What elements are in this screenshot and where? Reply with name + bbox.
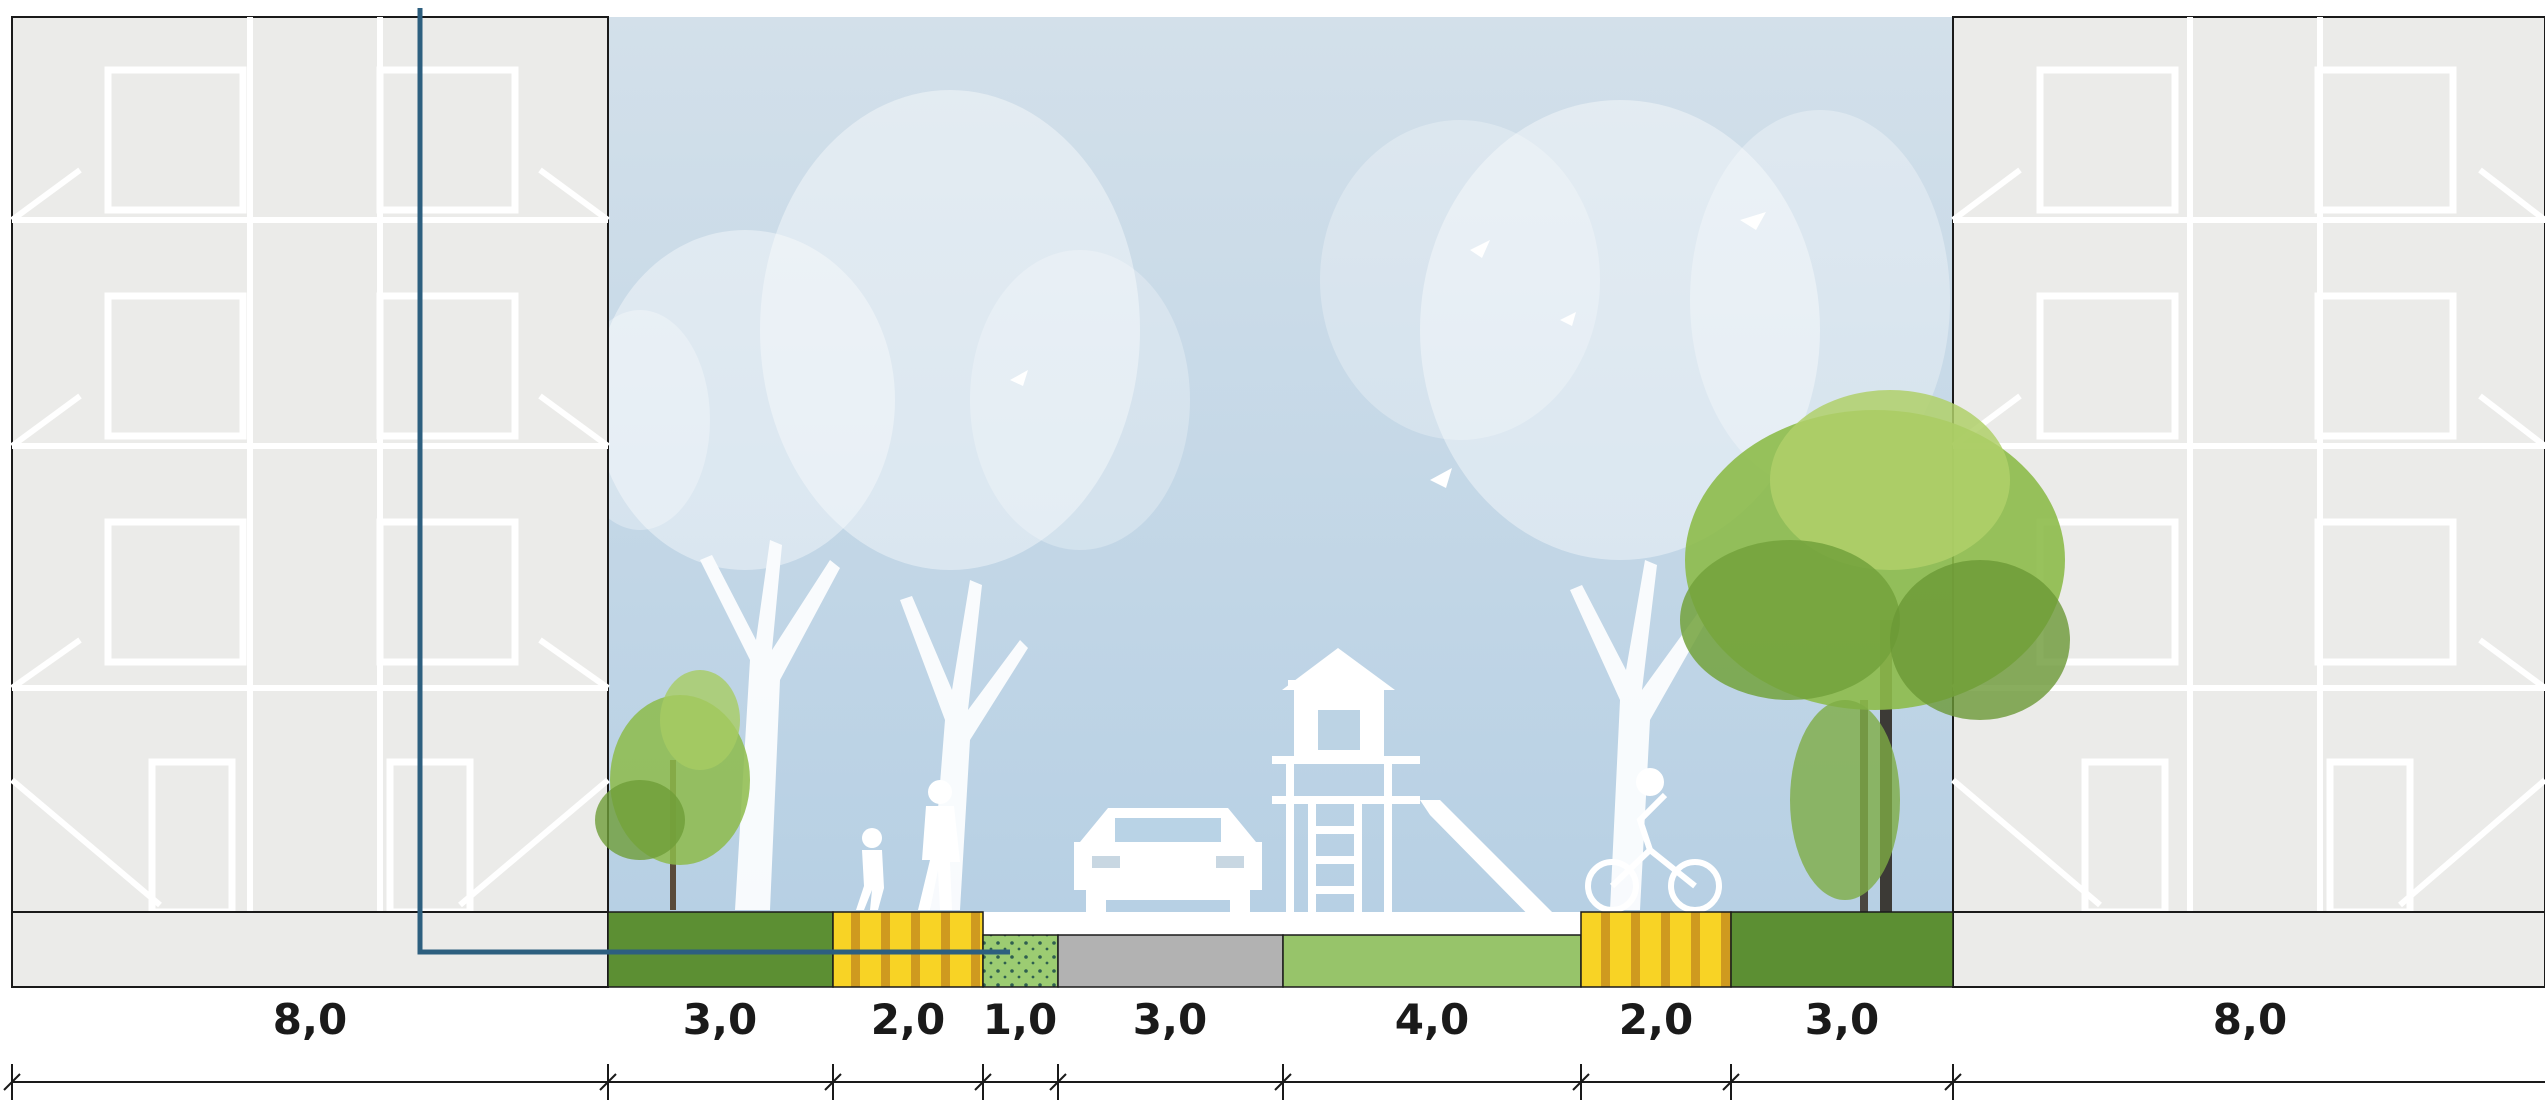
dim-label-central-green: 4,0 bbox=[1394, 995, 1470, 1044]
background-tree-left bbox=[570, 90, 1190, 910]
dim-label-right-tactile: 2,0 bbox=[1618, 995, 1694, 1044]
planting-strip bbox=[982, 934, 1059, 988]
dimension-tick-slash bbox=[599, 1073, 617, 1091]
building-left bbox=[10, 16, 610, 988]
ground-strips bbox=[607, 911, 1954, 988]
roadway bbox=[1057, 934, 1284, 988]
shrub-tree-left bbox=[595, 670, 750, 910]
dim-label-left-building: 8,0 bbox=[272, 995, 348, 1044]
dimension-tick-slash bbox=[1572, 1073, 1590, 1091]
birds bbox=[1010, 212, 1766, 488]
dimension-tick-slash bbox=[1944, 1073, 1962, 1091]
tactile-paving-right bbox=[1580, 911, 1732, 988]
pedestrian-silhouettes bbox=[856, 780, 960, 910]
dimension-tick-slash bbox=[1049, 1073, 1067, 1091]
dimension-tick-slash bbox=[3, 1073, 21, 1091]
dimension-tick-slash bbox=[1274, 1073, 1292, 1091]
dim-label-left-tactile: 2,0 bbox=[870, 995, 946, 1044]
dimension-tick-slash bbox=[824, 1073, 842, 1091]
dim-label-right-green: 3,0 bbox=[1804, 995, 1880, 1044]
playground-tower bbox=[1272, 648, 1580, 935]
green-strip-right bbox=[1730, 911, 1954, 988]
dim-label-right-building: 8,0 bbox=[2212, 995, 2288, 1044]
background-tree-right bbox=[1320, 100, 1950, 910]
dim-label-planting-strip: 1,0 bbox=[982, 995, 1058, 1044]
dim-label-roadway: 3,0 bbox=[1132, 995, 1208, 1044]
dim-label-left-green: 3,0 bbox=[682, 995, 758, 1044]
dimension-tick-slash bbox=[1722, 1073, 1740, 1091]
cyclist-silhouette bbox=[1585, 768, 1722, 913]
dimension-line bbox=[3, 1064, 2545, 1100]
car-silhouette bbox=[1074, 808, 1262, 912]
utility-line bbox=[417, 8, 1010, 955]
central-green bbox=[1282, 934, 1582, 988]
dimension-tick-slash bbox=[974, 1073, 992, 1091]
street-tree-right bbox=[1680, 390, 2070, 912]
building-right bbox=[1951, 16, 2545, 988]
